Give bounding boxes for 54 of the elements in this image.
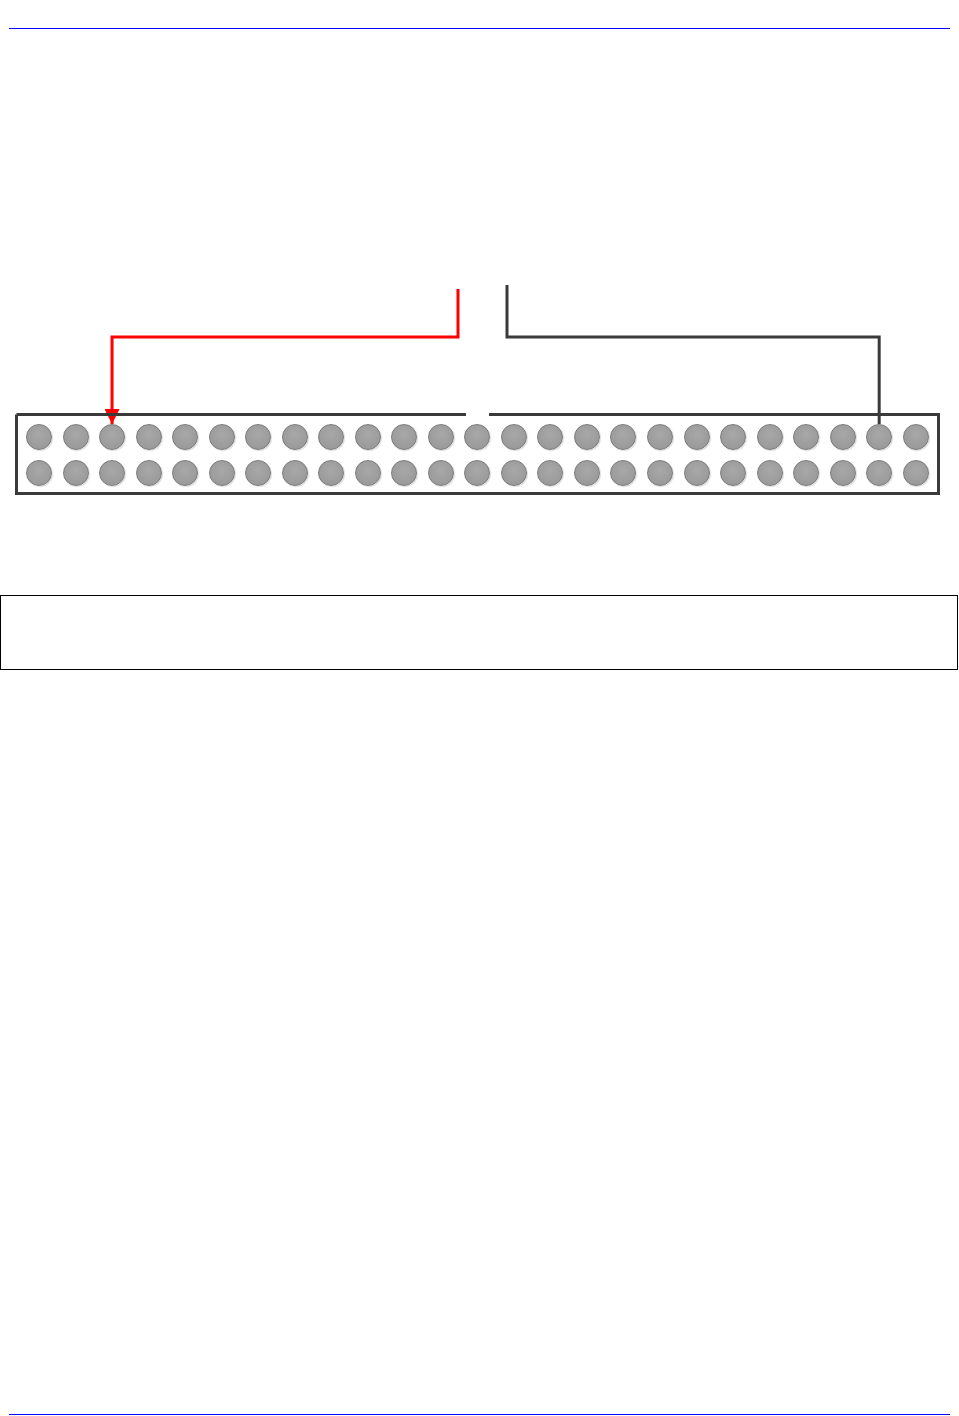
pin — [829, 460, 856, 486]
pin — [391, 460, 418, 486]
pin — [427, 424, 454, 450]
pin — [537, 424, 564, 450]
pin — [793, 460, 820, 486]
pin — [829, 424, 856, 450]
pin — [573, 424, 600, 450]
pin — [208, 424, 235, 450]
pin — [281, 460, 308, 486]
pin — [135, 424, 162, 450]
pin — [354, 424, 381, 450]
pin — [500, 424, 527, 450]
pin — [318, 460, 345, 486]
pin — [573, 460, 600, 486]
pin — [99, 460, 126, 486]
blank-panel — [0, 595, 958, 670]
pin — [26, 460, 52, 486]
pin — [683, 460, 710, 486]
pin — [902, 460, 929, 486]
pin — [208, 460, 235, 486]
pin — [172, 460, 199, 486]
pin — [902, 424, 929, 450]
pin — [683, 424, 710, 450]
pin — [318, 424, 345, 450]
pin — [427, 460, 454, 486]
pin — [866, 424, 893, 450]
pin — [99, 424, 126, 450]
pin — [647, 424, 673, 450]
pin — [62, 460, 89, 486]
pin — [756, 424, 783, 450]
pin — [26, 424, 52, 450]
pin — [647, 460, 673, 486]
pin — [793, 424, 820, 450]
pin — [245, 460, 272, 486]
pin — [610, 460, 637, 486]
wire-line — [505, 285, 881, 424]
pin — [720, 424, 747, 450]
connector-body — [15, 413, 940, 495]
pin — [464, 424, 491, 450]
pin — [62, 424, 89, 450]
pin — [245, 424, 272, 450]
pin — [756, 460, 783, 486]
pin — [354, 460, 381, 486]
pin — [866, 460, 893, 486]
pin — [281, 424, 308, 450]
pin — [172, 424, 199, 450]
pin — [500, 460, 527, 486]
pin — [391, 424, 418, 450]
pin — [464, 460, 491, 486]
arrow — [104, 289, 460, 424]
pin — [720, 460, 747, 486]
pin — [135, 460, 162, 486]
pin — [537, 460, 564, 486]
pin — [610, 424, 637, 450]
